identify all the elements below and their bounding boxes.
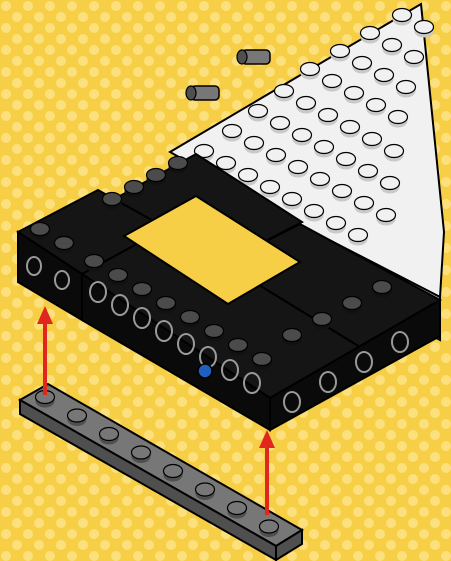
wedge-stud	[245, 137, 264, 154]
frame-stud	[157, 297, 176, 314]
frame-stud	[147, 169, 166, 186]
wedge-stud	[397, 81, 416, 98]
frame-stud	[181, 311, 200, 328]
wedge-stud	[337, 153, 356, 170]
wedge-stud	[389, 111, 408, 128]
wedge-stud	[385, 145, 404, 162]
frame-stud	[169, 157, 188, 174]
gray-plate-stud	[228, 502, 247, 519]
wedge-stud	[249, 105, 268, 122]
wedge-stud	[333, 185, 352, 202]
wedge-stud	[297, 97, 316, 114]
wedge-stud	[223, 125, 242, 142]
frame-stud	[103, 193, 122, 210]
gray-plate-stud	[164, 465, 183, 482]
wedge-stud	[271, 117, 290, 134]
frame-stud	[313, 313, 332, 330]
blue-pin-icon	[198, 364, 212, 378]
frame-stud	[31, 223, 50, 240]
axle-end	[186, 86, 196, 100]
frame-stud	[205, 325, 224, 342]
frame-stud	[283, 329, 302, 346]
wedge-stud	[381, 177, 400, 194]
wedge-stud	[367, 99, 386, 116]
wedge-stud	[359, 165, 378, 182]
wedge-stud	[349, 229, 368, 246]
wedge-stud	[393, 9, 412, 26]
wedge-stud	[341, 121, 360, 138]
wedge-stud	[305, 205, 324, 222]
frame-stud	[343, 297, 362, 314]
wedge-stud	[355, 197, 374, 214]
frame-stud	[373, 281, 392, 298]
wedge-stud	[293, 129, 312, 146]
wedge-stud	[377, 209, 396, 226]
wedge-stud	[405, 51, 424, 68]
wedge-stud	[311, 173, 330, 190]
gray-plate-stud	[260, 520, 279, 537]
wedge-stud	[415, 21, 434, 38]
gray-plate-stud	[68, 409, 87, 426]
frame-stud	[133, 283, 152, 300]
wedge-stud	[345, 87, 364, 104]
frame-stud	[125, 181, 144, 198]
gray-plate-stud	[100, 428, 119, 445]
gray-plate-stud	[132, 446, 151, 463]
wedge-stud	[289, 161, 308, 178]
wedge-stud	[353, 57, 372, 74]
wedge-stud	[319, 109, 338, 126]
axle-end	[237, 50, 247, 64]
frame-stud	[229, 339, 248, 356]
wedge-stud	[323, 75, 342, 92]
wedge-stud	[267, 149, 286, 166]
wedge-stud	[315, 141, 334, 158]
wedge-stud	[383, 39, 402, 56]
wedge-stud	[283, 193, 302, 210]
wedge-stud	[331, 45, 350, 62]
wedge-stud	[361, 27, 380, 44]
wedge-stud	[261, 181, 280, 198]
frame-stud	[253, 353, 272, 370]
gray-plate-stud	[196, 483, 215, 500]
wedge-stud	[301, 63, 320, 80]
wedge-stud	[275, 85, 294, 102]
frame-stud	[109, 269, 128, 286]
frame-stud	[55, 237, 74, 254]
wedge-stud	[363, 133, 382, 150]
wedge-stud	[375, 69, 394, 86]
frame-stud	[85, 255, 104, 272]
wedge-stud	[327, 217, 346, 234]
